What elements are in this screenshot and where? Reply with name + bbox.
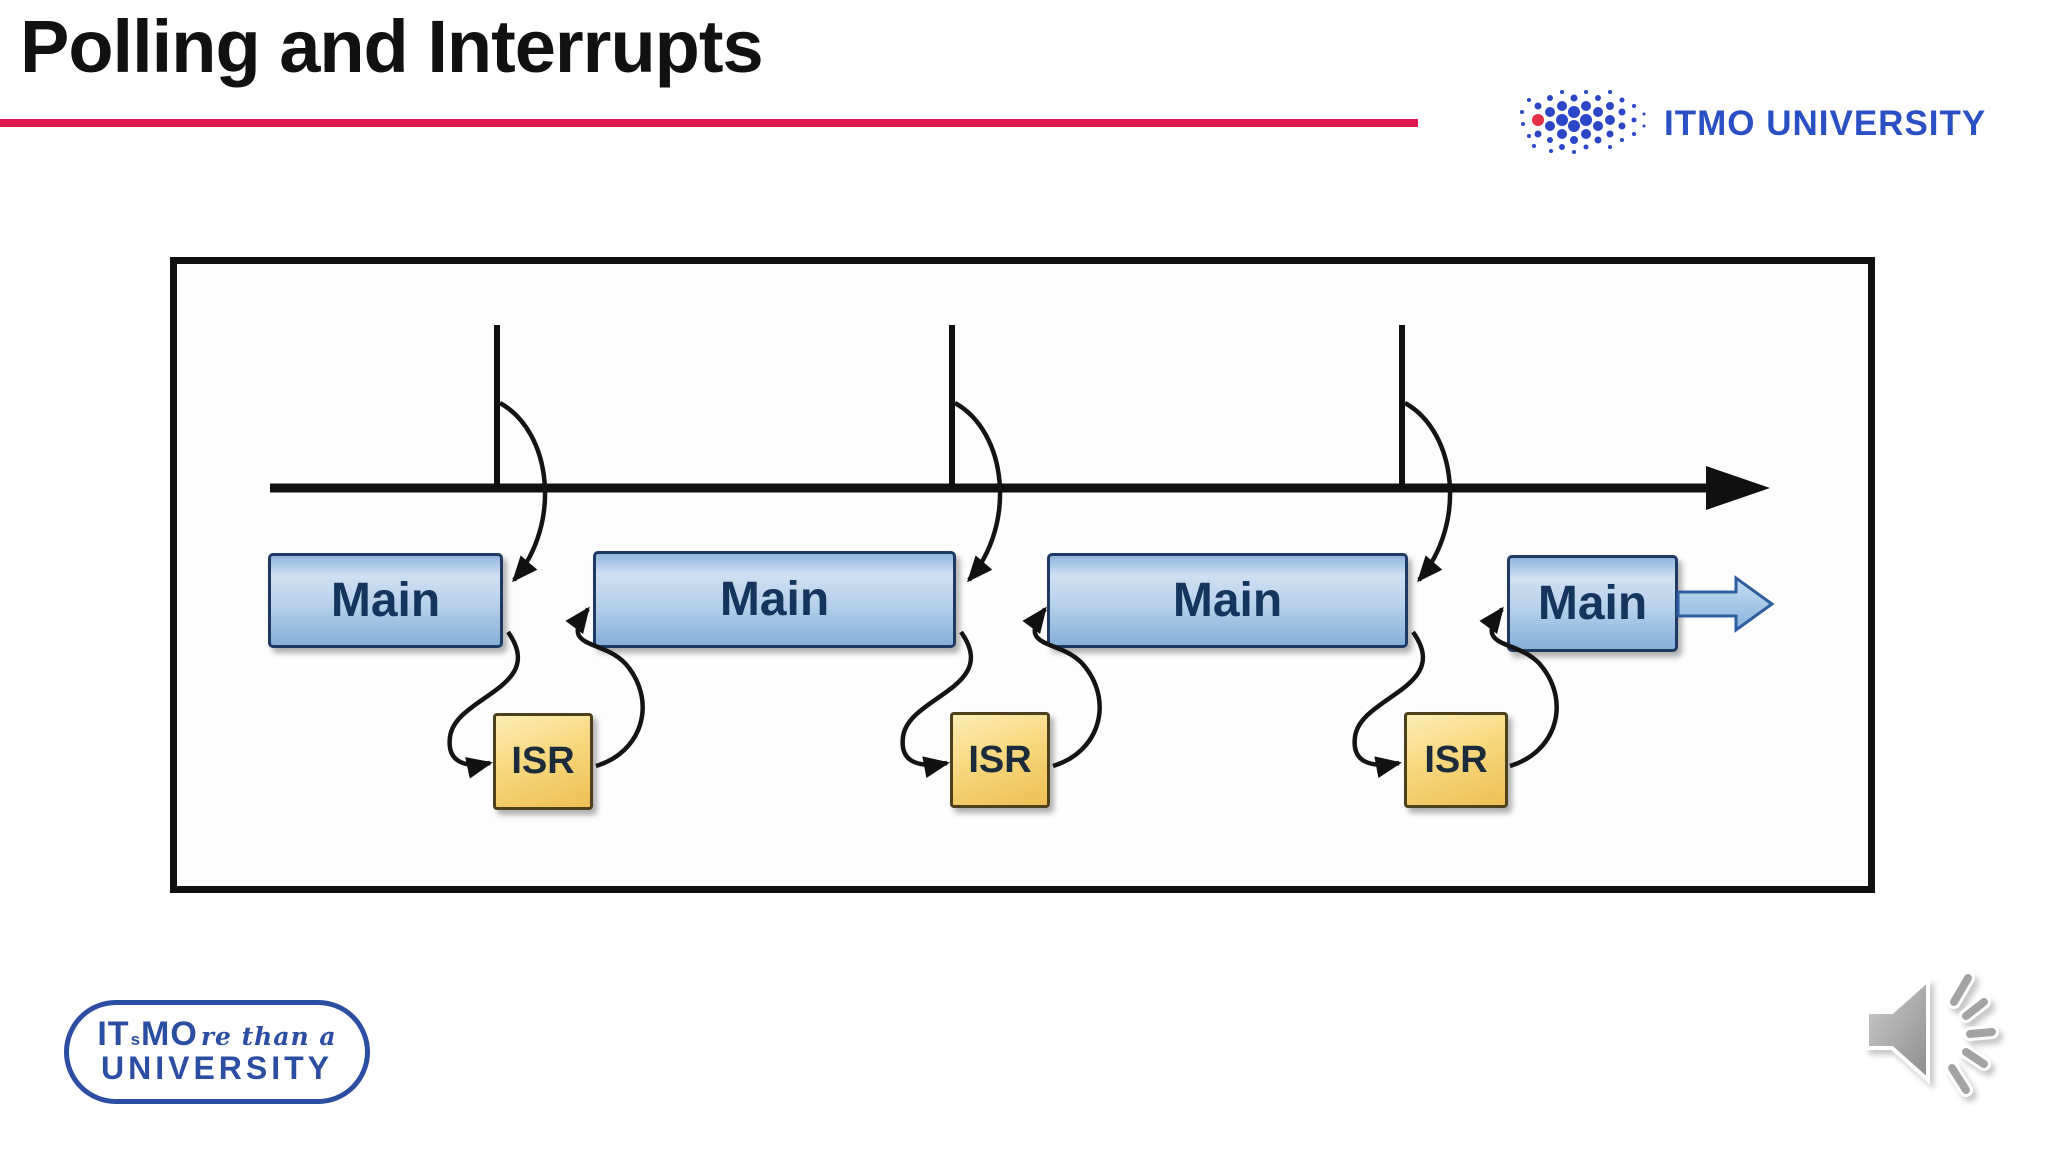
main-block-4-label: Main: [1537, 577, 1648, 630]
isr-block-2: ISR: [950, 712, 1050, 808]
isr-block-1: ISR: [493, 713, 593, 810]
itmo-dots-icon: [1520, 90, 1646, 154]
page-title: Polling and Interrupts: [20, 5, 764, 88]
main-block-3: Main: [1047, 553, 1408, 648]
main-block-1-label: Main: [330, 574, 441, 627]
logo-mo: MO: [141, 1015, 198, 1054]
itmo-logo-text: ITMO UNIVERSITY: [1664, 104, 1987, 143]
sound-wave-dashes: [1948, 974, 1996, 1094]
logo-line-2: UNIVERSITY: [100, 1049, 334, 1086]
isr-block-3: ISR: [1404, 712, 1508, 808]
itmo-university-logo: ITMO UNIVERSITY: [1520, 88, 1986, 160]
logo-it: IT: [97, 1015, 130, 1054]
title-underline: [0, 119, 1418, 127]
logo-script: re than a: [200, 1022, 337, 1052]
logo-line-1: IT s MO re than a: [97, 1015, 337, 1054]
main-block-4: Main: [1507, 555, 1678, 652]
isr-block-2-label: ISR: [968, 738, 1032, 781]
main-block-2-label: Main: [719, 573, 830, 626]
red-dot: [1532, 114, 1544, 126]
isr-block-3-label: ISR: [1424, 738, 1488, 781]
main-block-1: Main: [268, 553, 503, 648]
audio-speaker-icon[interactable]: [1840, 955, 2020, 1115]
main-block-3-label: Main: [1172, 574, 1283, 627]
isr-block-1-label: ISR: [511, 740, 575, 782]
speaker-horn: [1865, 975, 1930, 1085]
main-block-2: Main: [593, 551, 956, 648]
itmore-than-a-university-logo: IT s MO re than a UNIVERSITY: [64, 1000, 370, 1104]
logo-s: s: [130, 1030, 141, 1050]
